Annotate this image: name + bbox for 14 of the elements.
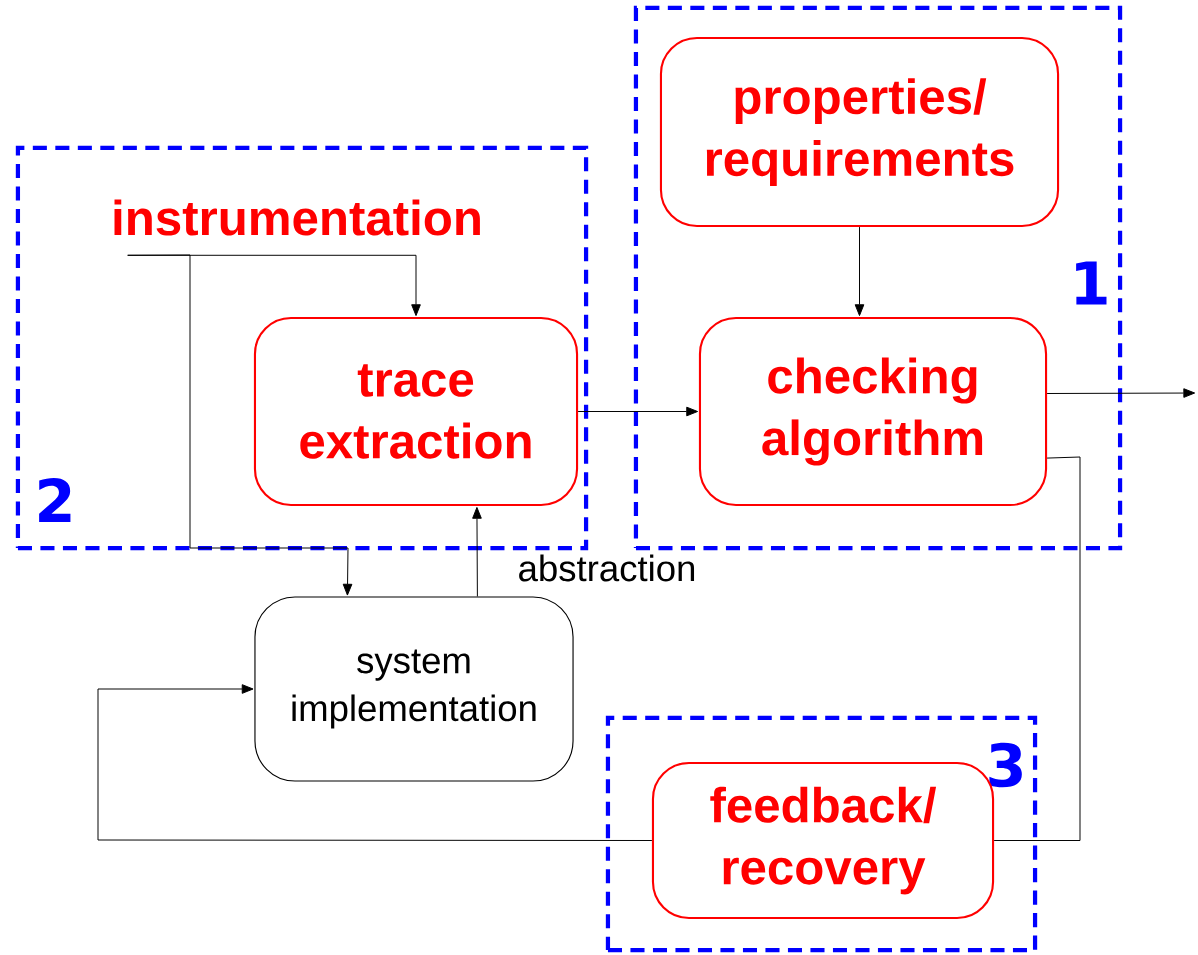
input-label: instrumentation: [114, 199, 480, 236]
arrow: [1046, 388, 1196, 398]
arrow: [127, 254, 353, 596]
process-box: system implementation: [254, 596, 574, 782]
edge-label: abstraction: [516, 553, 698, 583]
arrow: [97, 684, 653, 841]
arrow: [472, 506, 482, 597]
arrow: [854, 226, 865, 317]
process-box: trace extraction: [253, 316, 579, 507]
process-box: properties/ requirements: [659, 36, 1060, 228]
group-number: 2: [39, 478, 71, 522]
group-number: 1: [1076, 261, 1107, 305]
process-box: checking algorithm: [698, 316, 1048, 507]
arrow: [577, 406, 699, 417]
